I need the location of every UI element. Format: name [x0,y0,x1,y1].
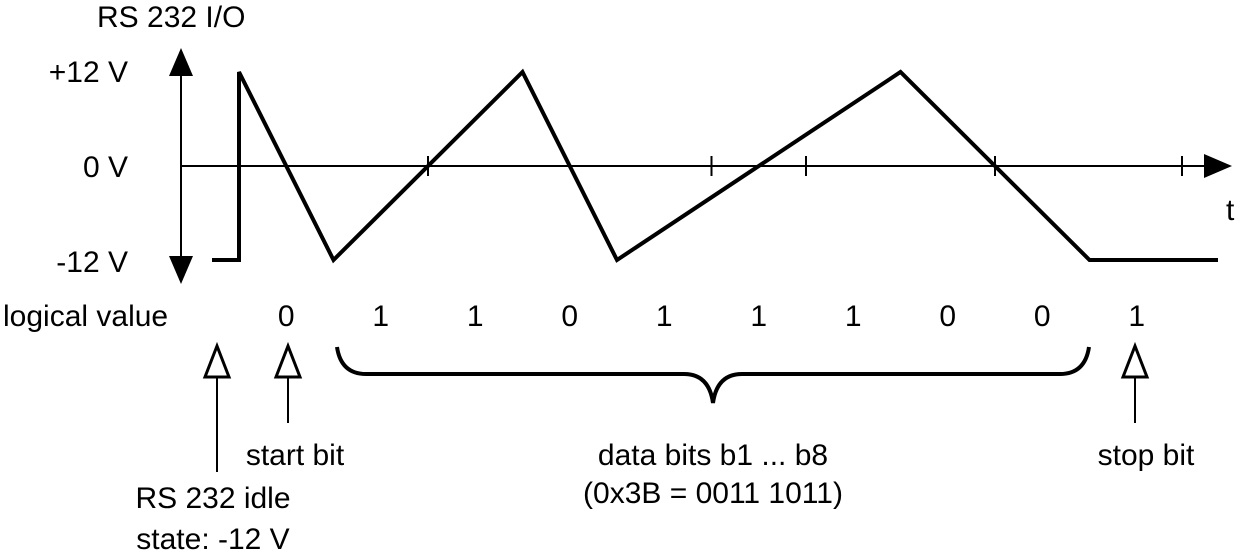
level-label-0v: 0 V [83,151,128,184]
start-bit-pointer [273,341,303,423]
bit-value-9: 1 [1128,300,1145,333]
voltage-axis-up-arrow-icon [169,48,193,76]
time-axis [181,154,1232,178]
level-label-plus12v: +12 V [49,56,128,89]
data-bits-label-line1: data bits b1 ... b8 [598,439,828,472]
idle-state-label-line2: state: -12 V [136,523,289,553]
stop-bit-pointer [1120,341,1150,423]
bit-value-2: 1 [467,300,484,333]
bit-value-1: 1 [372,300,389,333]
idle-state-pointer [202,341,232,472]
level-label-minus12v: -12 V [56,246,128,279]
data-bits-label-line2: (0x3B = 0011 1011) [583,477,843,510]
diagram-title: RS 232 I/O [97,1,245,34]
bit-value-0: 0 [278,300,295,333]
data-bits-brace [335,346,1091,404]
time-axis-arrow-icon [1204,154,1232,178]
bit-value-4: 1 [656,300,673,333]
start-pointer-arrow-icon [273,341,303,379]
bit-values: 0 1 1 0 1 1 1 0 0 1 [278,300,1145,333]
idle-state-label-line1: RS 232 idle [135,482,290,515]
bit-value-7: 0 [939,300,956,333]
voltage-axis-down-arrow-icon [169,256,193,284]
stop-bit-label: stop bit [1098,439,1195,472]
bit-value-8: 0 [1034,300,1051,333]
signal-waveform [212,68,1218,264]
logical-value-label: logical value [3,300,168,333]
bit-value-6: 1 [845,300,862,333]
stop-pointer-arrow-icon [1120,341,1150,379]
time-axis-label: t [1226,194,1235,227]
bit-value-5: 1 [750,300,767,333]
bit-value-3: 0 [561,300,578,333]
start-bit-label: start bit [246,439,345,472]
idle-pointer-arrow-icon [202,341,232,379]
